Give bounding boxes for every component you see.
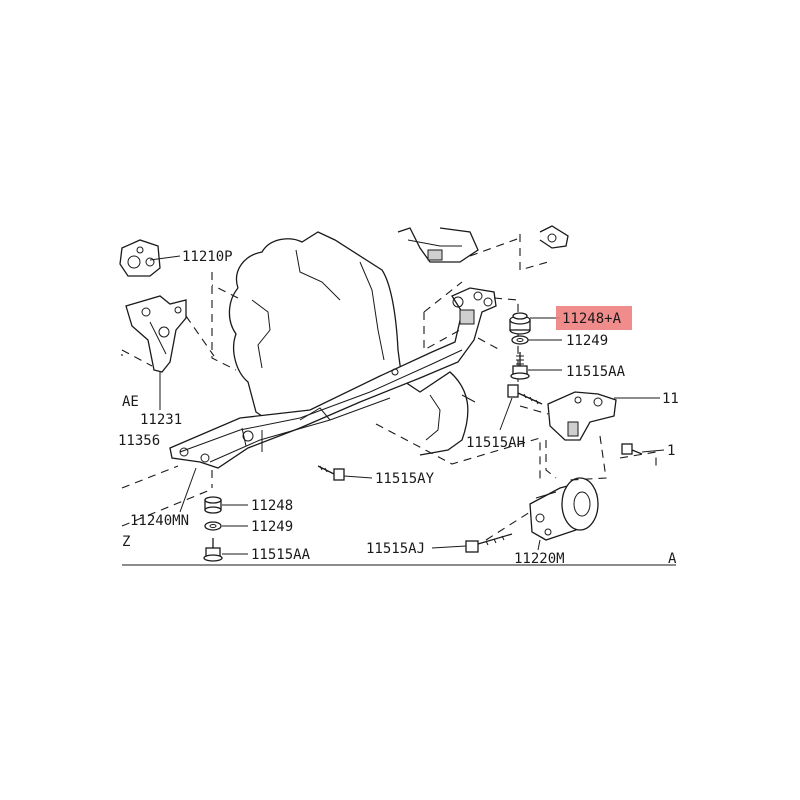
bracket-11210P: [119, 239, 161, 277]
label-11356: 11356: [118, 433, 160, 449]
mount-11220M: [529, 477, 599, 541]
label-11220M: 11220M: [514, 551, 565, 567]
cushion-11248A: [509, 312, 531, 335]
label-11515AY: 11515AY: [375, 471, 435, 487]
label-11210P: 11210P: [182, 249, 233, 265]
label-AE: AE: [122, 394, 139, 410]
bracket-11231: [125, 295, 187, 373]
label-11249-left: 11249: [251, 519, 293, 535]
washer-11249-left: [204, 521, 222, 531]
bolt-11515AA-left: [203, 538, 223, 562]
label-Z: Z: [122, 534, 130, 550]
label-11515AJ: 11515AJ: [366, 541, 425, 557]
label-11249-right: 11249: [566, 333, 608, 349]
bolt-11515AY: [317, 465, 345, 481]
label-11248-left: 11248: [251, 498, 293, 514]
upper-bracket-fragments: [397, 225, 569, 263]
crossmember: [169, 287, 497, 469]
highlight-box: [556, 306, 632, 330]
label-11515AA-right: 11515AA: [566, 364, 626, 380]
bracket-right-11: [547, 391, 617, 441]
label-11515AH: 11515AH: [466, 435, 525, 451]
label-11515AA-left: 11515AA: [251, 547, 311, 563]
engine-block: [228, 231, 476, 456]
label-1-right: 1: [667, 443, 675, 459]
bolt-right-1: [621, 443, 643, 455]
washer-11249-right: [511, 335, 529, 345]
cushion-11248-left: [204, 496, 222, 514]
bolt-11515AA-right: [510, 352, 530, 380]
bolt-11515AJ: [465, 533, 513, 553]
bolt-11515AH: [507, 384, 543, 405]
label-11240MN: 11240MN: [130, 513, 189, 529]
assembly-dashed-lines: [121, 234, 657, 541]
label-A-corner: A: [668, 551, 677, 567]
label-11248A: 11248+A: [562, 311, 622, 327]
label-11231: 11231: [140, 412, 182, 428]
leader-lines: [149, 255, 665, 555]
label-11-right: 11: [662, 391, 679, 407]
